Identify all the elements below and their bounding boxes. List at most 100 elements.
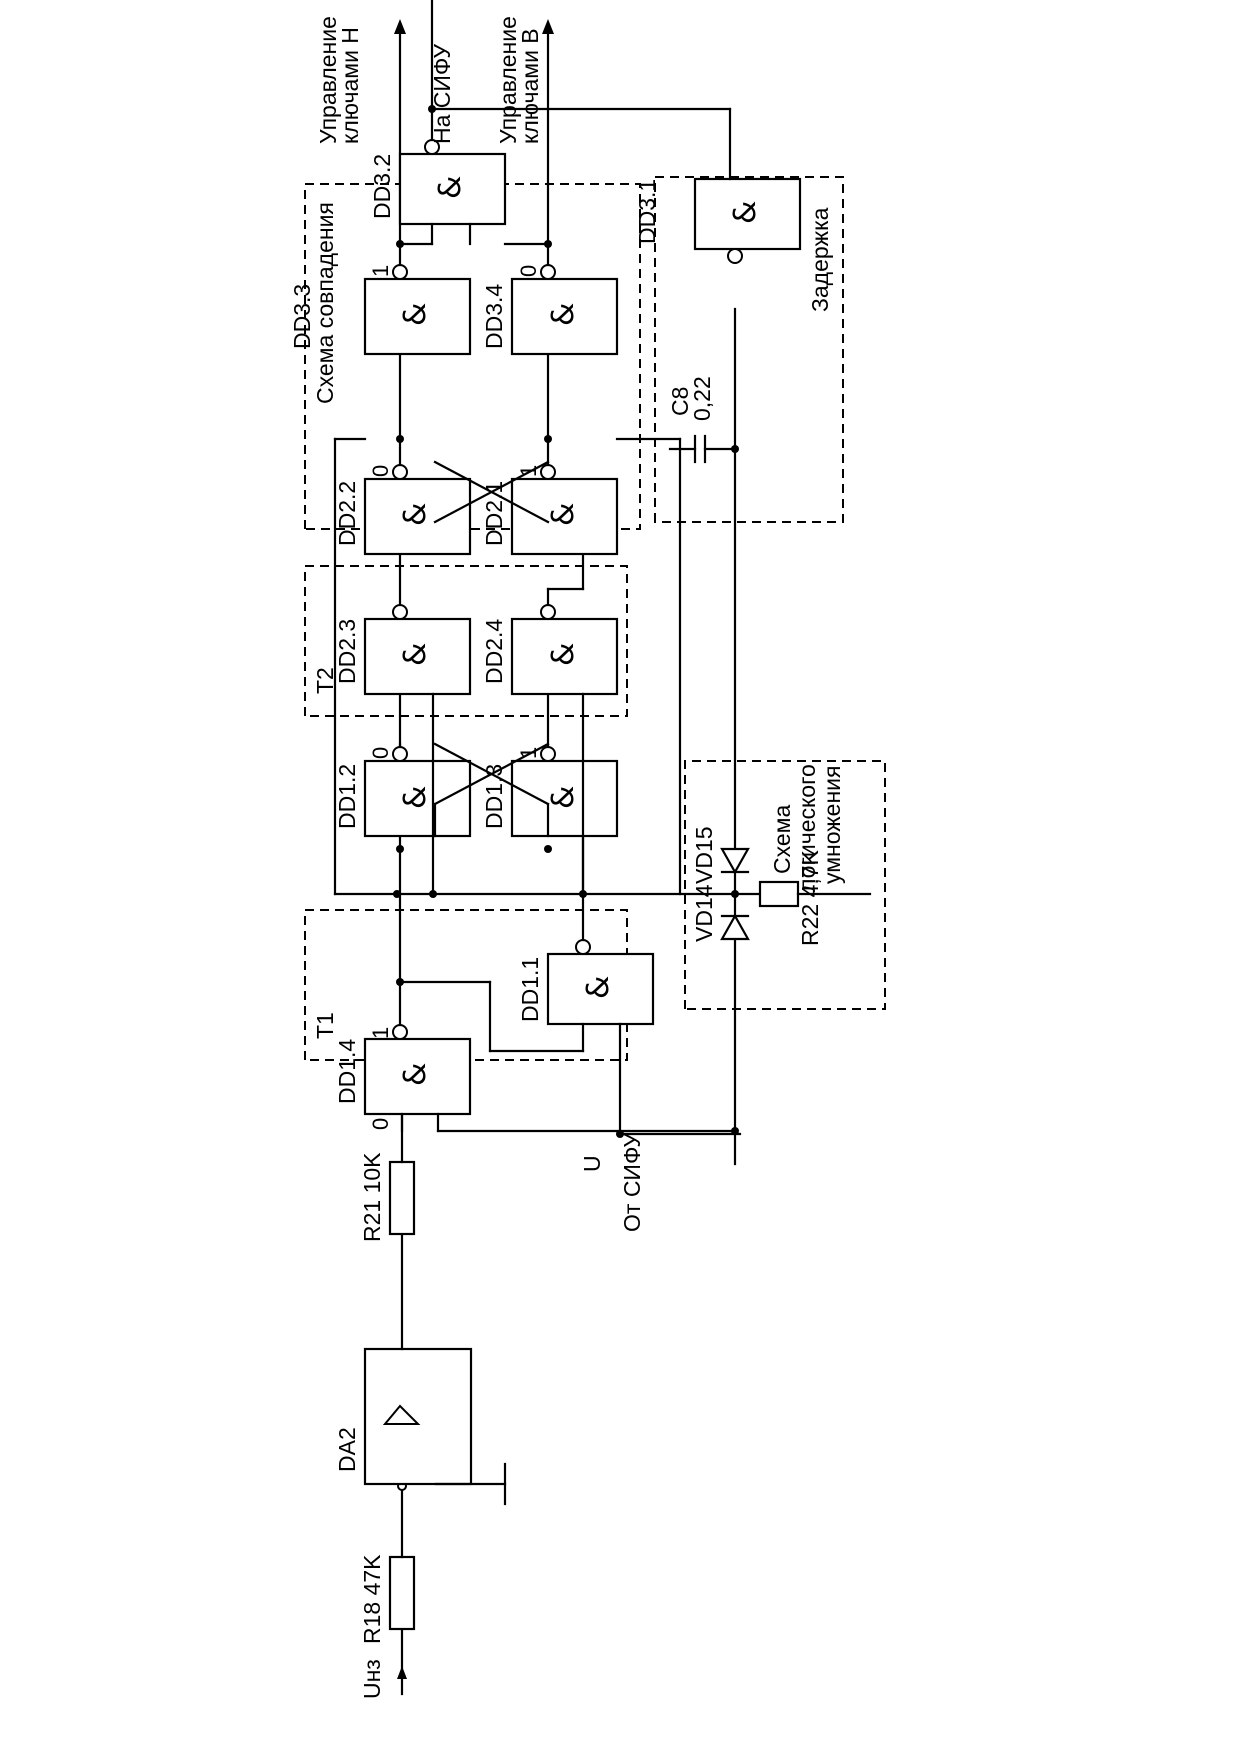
gate-symbol: & [398, 1063, 433, 1086]
component-label-vd15: VD15 [691, 826, 717, 884]
gate-label-dd11: DD1.1 [517, 957, 543, 1022]
junction-dot [544, 435, 552, 443]
vd14-diode-icon [720, 913, 750, 941]
dd2-3-gate [363, 617, 472, 696]
gate-label-dd12: DD1.2 [334, 764, 360, 829]
gate-label-dd14: DD1.4 [334, 1039, 360, 1104]
component-label-c8: C8 [667, 387, 693, 416]
dd2-4-gate [510, 617, 619, 696]
state-label: 0 [368, 1118, 393, 1130]
component-label-r18: R18 47K [359, 1554, 385, 1644]
gate-label-dd24: DD2.4 [481, 619, 507, 684]
gate-symbol: & [546, 643, 581, 666]
dd1-4-gate [363, 1037, 472, 1116]
component-label-c8-value: 0,22 [689, 376, 715, 421]
output-arrow-icon [542, 19, 554, 34]
gate-symbol: & [398, 303, 433, 326]
state-label: 1 [516, 747, 541, 759]
state-label: 0 [368, 747, 393, 759]
dd2-1-gate [510, 477, 619, 556]
dd3-4-output-bubble [540, 264, 556, 280]
junction-dot [731, 1127, 739, 1135]
block-label-coincidence: Схема совпадения [312, 202, 338, 404]
gate-symbol: & [398, 643, 433, 666]
dd3-3-gate [363, 277, 472, 356]
dd1-3-output-bubble [540, 746, 556, 762]
dd1-4-output-bubble [392, 1024, 408, 1040]
signal-label-uin: Uнз [359, 1659, 385, 1699]
gate-label-dd23: DD2.3 [334, 619, 360, 684]
gate-symbol: & [546, 786, 581, 809]
state-label: 1 [368, 265, 393, 277]
dd3-1-gate [693, 177, 802, 251]
gate-label-dd22: DD2.2 [334, 481, 360, 546]
component-label-da2: DA2 [334, 1427, 360, 1472]
gate-symbol: & [398, 786, 433, 809]
state-label: 0 [368, 465, 393, 477]
dd1-1-output-bubble [575, 939, 591, 955]
gate-symbol: & [546, 303, 581, 326]
dd1-1-gate [546, 952, 655, 1026]
dd3-3-output-bubble [392, 264, 408, 280]
output-label-sifu: На СИФУ [429, 44, 455, 144]
dd3-1-output-bubble [727, 248, 743, 264]
logic-mult-block-frame [684, 760, 886, 1010]
dd1-2-output-bubble [392, 746, 408, 762]
gate-symbol: & [398, 503, 433, 526]
dd3-2-gate [398, 152, 507, 226]
junction-dot [396, 435, 404, 443]
output-arrow-icon [394, 19, 406, 34]
dd3-4-gate [510, 277, 619, 356]
opamp-triangle-icon [382, 1404, 421, 1425]
dd1-3-gate [510, 759, 619, 838]
component-label-r22: R22 4,7K [797, 849, 823, 946]
dd2-2-gate [363, 477, 472, 556]
da2-opamp [363, 1347, 473, 1486]
block-label-logic-mult: Схема [769, 805, 795, 874]
gate-symbol: & [728, 201, 763, 224]
state-label: 1 [516, 465, 541, 477]
output-label-ctrl-v: Управление [495, 16, 521, 144]
gate-label-dd33: DD3.3 [289, 284, 315, 349]
vd15-diode-icon [720, 847, 750, 875]
dd1-2-gate [363, 759, 472, 838]
block-label-t1: T1 [312, 1012, 338, 1039]
dd2-3-output-bubble [392, 604, 408, 620]
component-label-vd14: VD14 [691, 884, 717, 942]
gate-label-dd21: DD2.1 [481, 481, 507, 546]
gate-symbol: & [546, 503, 581, 526]
junction-dot [396, 845, 404, 853]
signal-label-u: U [579, 1155, 605, 1172]
gate-label-dd13: DD1.3 [481, 764, 507, 829]
gate-label-dd31: DD3.1 [634, 179, 660, 244]
r21-resistor [388, 1160, 416, 1236]
block-label-logic-mult: умножения [819, 766, 845, 884]
gate-label-dd34: DD3.4 [481, 284, 507, 349]
r22-resistor [758, 880, 800, 908]
output-label-ctrl-n: Управление [315, 16, 341, 144]
input-arrow-icon [397, 1666, 407, 1679]
gate-label-dd32: DD3.2 [369, 154, 395, 219]
block-label-logic-mult: логического [794, 764, 820, 892]
dd2-1-output-bubble [540, 464, 556, 480]
dd2-4-output-bubble [540, 604, 556, 620]
coincidence-block-frame [304, 183, 641, 530]
gate-symbol: & [433, 176, 468, 199]
output-label-ctrl-n: ключами Н [337, 27, 363, 144]
junction-dot [544, 845, 552, 853]
signal-label-from-sifu: От СИФУ [619, 1133, 645, 1232]
r18-resistor [388, 1555, 416, 1631]
state-label: 0 [516, 265, 541, 277]
t1-cross [433, 742, 550, 806]
t2-cross [433, 460, 550, 524]
state-label: 1 [368, 1027, 393, 1039]
block-label-delay: Задержка [807, 207, 833, 312]
component-label-r21: R21 10K [359, 1152, 385, 1242]
junction-dot [731, 890, 739, 898]
block-label-t2: T2 [312, 667, 338, 694]
delay-block-frame [654, 176, 844, 523]
t2-block-frame [304, 565, 628, 717]
gate-symbol: & [581, 976, 616, 999]
dd2-2-output-bubble [392, 464, 408, 480]
